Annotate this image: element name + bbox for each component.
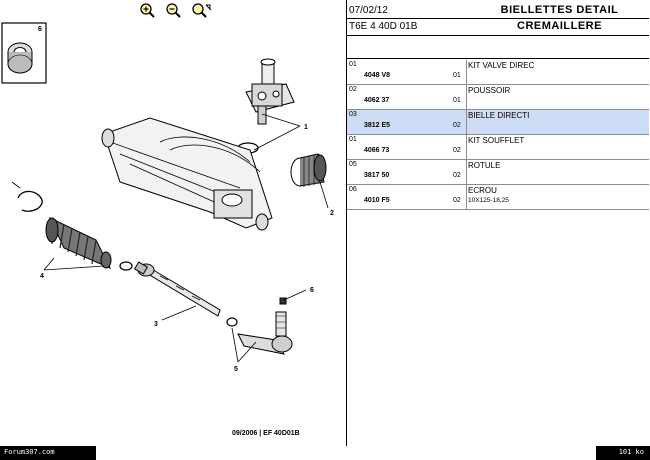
callout-2: 2: [330, 210, 334, 217]
callout-1: 1: [304, 124, 308, 131]
magnifier-plus-icon: [140, 3, 155, 18]
part-number: 3817 50: [364, 172, 390, 179]
part-quantity: 01: [453, 97, 461, 104]
part-label: KIT VALVE DIREC: [468, 61, 535, 70]
part-label: POUSSOIR: [468, 86, 511, 95]
part-rep: 06: [349, 186, 357, 193]
callout-5: 5: [234, 366, 238, 373]
bellows-left: [17, 190, 133, 271]
part-rep: 01: [349, 61, 357, 68]
part-label: BIELLE DIRECTI: [468, 111, 530, 120]
part-row[interactable]: 02 4062 37 01 POUSSOIR: [347, 85, 649, 110]
zoom-out-button[interactable]: [164, 2, 184, 20]
part-number: 4066 73: [364, 147, 390, 154]
header-spacer: [347, 36, 649, 59]
callout-6-inset: 6: [38, 26, 42, 33]
part-quantity: 02: [453, 147, 461, 154]
rack-housing: [101, 117, 273, 231]
part-row[interactable]: 06 4010 F5 02 ECROU 10X125-18,25: [347, 185, 649, 210]
part-row[interactable]: 01 4048 V8 01 KIT VALVE DIREC: [347, 60, 649, 85]
tie-rod: [133, 261, 238, 327]
magnifier-area-icon: [192, 3, 212, 18]
part-rep: 03: [349, 111, 357, 118]
header-row-2: T6E 4 40D 01B CREMAILLERE: [347, 19, 649, 36]
parts-panel: 07/02/12 BIELLETTES DETAIL T6E 4 40D 01B…: [346, 0, 649, 446]
part-quantity: 02: [453, 122, 461, 129]
part-quantity: 01: [453, 72, 461, 79]
inset-seal-view: [1, 22, 47, 84]
magnifier-minus-icon: [166, 3, 181, 18]
callout-3: 3: [154, 321, 158, 328]
page-title: BIELLETTES DETAIL: [500, 4, 619, 16]
callout-6: 6: [310, 287, 314, 294]
part-number: 4010 F5: [364, 197, 390, 204]
part-row[interactable]: 05 3817 50 02 ROTULE: [347, 160, 649, 185]
part-rep: 05: [349, 161, 357, 168]
header-row-1: 07/02/12 BIELLETTES DETAIL: [347, 0, 649, 19]
part-label: KIT SOUFFLET: [468, 136, 525, 145]
file-size: 101 ko: [618, 448, 644, 456]
tie-rod-end: [237, 297, 293, 355]
status-bar: Forum307.com 101 ko: [0, 446, 650, 460]
part-comment: 10X125-18,25: [468, 197, 509, 204]
site-label: Forum307.com: [4, 448, 55, 456]
exploded-diagram[interactable]: 6 1 2 4 3 5 6 09/2006 | EF 40D01B: [0, 22, 346, 446]
page-subtitle: CREMAILLERE: [517, 20, 602, 32]
catalog-date: 07/02/12: [349, 5, 388, 16]
part-number: 4062 37: [364, 97, 390, 104]
part-number: 4048 V8: [364, 72, 391, 79]
part-label: ROTULE: [468, 161, 501, 170]
part-rep: 01: [349, 136, 357, 143]
part-rep: 02: [349, 86, 357, 93]
part-number: 3812 E5: [364, 122, 391, 129]
steering-rack-drawing: 6 1 2 4 3 5 6: [1, 22, 334, 373]
toolbar: [0, 0, 346, 22]
bellows-right: [290, 153, 327, 187]
valve-body: [237, 58, 295, 154]
callout-4: 4: [40, 273, 44, 280]
part-quantity: 02: [453, 172, 461, 179]
part-row[interactable]: 03 3812 E5 02 BIELLE DIRECTI: [347, 110, 649, 135]
part-row[interactable]: 01 4066 73 02 KIT SOUFFLET: [347, 135, 649, 160]
zoom-area-button[interactable]: [190, 2, 212, 20]
leader-lines: [11, 113, 329, 363]
part-quantity: 02: [453, 197, 461, 204]
zoom-in-button[interactable]: [138, 2, 158, 20]
part-label: ECROU: [468, 186, 497, 195]
model-code: T6E 4 40D 01B: [349, 21, 418, 32]
diagram-reference: 09/2006 | EF 40D01B: [232, 430, 300, 437]
